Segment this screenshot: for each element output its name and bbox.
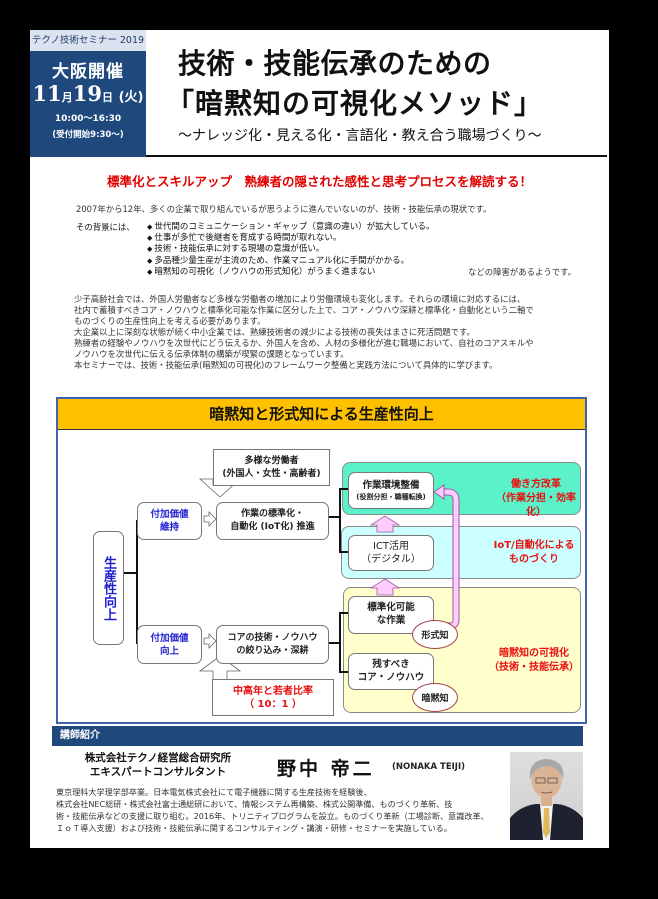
connector-line bbox=[339, 488, 349, 490]
catchphrase: 標準化とスキルアップ 熟練者の隠された感性と思考プロセスを解読する！ bbox=[106, 174, 532, 189]
title-line-2: 「暗黙知の可視化メソッド」 bbox=[166, 87, 544, 120]
connector-line bbox=[339, 671, 349, 673]
body-paragraph: 少子高齢社会では、外国人労働者など多様な労働者の増加により労働環境も変化します。… bbox=[74, 294, 534, 370]
panel-green-label: 働き方改革 （作業分担・効率化） bbox=[496, 479, 576, 518]
seminar-series-label: テクノ技術セミナー 2019 bbox=[30, 30, 146, 51]
productivity-root-box: 生産性向上 bbox=[93, 531, 124, 645]
bullets-suffix: などの障害があるようです。 bbox=[468, 267, 577, 277]
ict-usage-box: ICT活用 （デジタル） bbox=[348, 535, 434, 571]
panel-yellow-label: 暗黙知の可視化 （技術・技能伝承） bbox=[489, 648, 579, 673]
productivity-diagram: 暗黙知と形式知による生産性向上 働き方改革 （作業分担・効率化） IoT/自動化… bbox=[56, 397, 587, 724]
instructor-section-header: 講師紹介 bbox=[52, 726, 583, 746]
diagram-title: 暗黙知と形式知による生産性向上 bbox=[58, 399, 585, 430]
event-date: 11月19日 (火) bbox=[32, 81, 144, 106]
reception-time: (受付開始9:30〜) bbox=[52, 130, 124, 140]
seminar-flyer: テクノ技術セミナー 2019 大阪開催 11月19日 (火) 10:00〜16:… bbox=[30, 30, 609, 848]
tacit-knowledge-badge: 暗黙知 bbox=[412, 683, 458, 712]
instructor-affiliation: 株式会社テクノ経営総合研究所 エキスパートコンサルタント bbox=[84, 752, 232, 778]
bullet-item: 技術・技能伝承に対する現場の意識が低い。 bbox=[147, 244, 434, 255]
event-time: 10:00〜16:30 bbox=[54, 114, 122, 124]
connector-line bbox=[329, 516, 341, 518]
standardization-box: 作業の標準化・ 自動化 (IoT化) 推進 bbox=[216, 502, 329, 540]
issue-bullet-list: 世代間のコミュニケーション・ギャップ（意識の違い）が拡大している。 仕事が多忙で… bbox=[147, 222, 434, 278]
bullet-item: 仕事が多忙で後継者を育成する時間が取れない。 bbox=[147, 233, 434, 244]
venue-label: 大阪開催 bbox=[52, 62, 124, 82]
connector-line bbox=[136, 520, 138, 643]
title-line-1: 技術・技能伝承のための bbox=[178, 47, 492, 80]
age-ratio-box: 中高年と若者比率 （ 10：1 ） bbox=[212, 679, 334, 716]
core-tech-box: コアの技術・ノウハウ の絞り込み・深耕 bbox=[216, 625, 329, 664]
diverse-workers-box: 多様な労働者 (外国人・女性・高齢者) bbox=[213, 449, 330, 486]
connector-line bbox=[329, 642, 341, 644]
value-maintain-box: 付加価値 維持 bbox=[137, 502, 202, 540]
person-portrait-icon bbox=[510, 759, 583, 840]
value-increase-box: 付加価値 向上 bbox=[137, 625, 202, 664]
connector-line bbox=[339, 612, 341, 672]
background-label: その背景には、 bbox=[76, 222, 135, 232]
work-environment-box: 作業環境整備 (役割分担・職種転換) bbox=[348, 472, 434, 509]
subtitle: 〜ナレッジ化・見える化・言語化・教え合う職場づくり〜 bbox=[178, 128, 542, 144]
instructor-name-roman: (NONAKA TEIJI) bbox=[392, 762, 466, 772]
connector-line bbox=[339, 551, 349, 553]
connector-line bbox=[124, 572, 138, 574]
panel-cyan-label: IoT/自動化による ものづくり bbox=[493, 540, 575, 565]
bullet-item: 多品種少量生産が主流のため、作業マニュアル化に手間がかかる。 bbox=[147, 256, 434, 267]
bullet-item: 世代間のコミュニケーション・ギャップ（意識の違い）が拡大している。 bbox=[147, 222, 434, 233]
instructor-photo bbox=[510, 752, 583, 840]
title-divider bbox=[146, 155, 607, 157]
connector-line bbox=[339, 612, 349, 614]
instructor-bio: 東京理科大学理学部卒業。日本電気株式会社にて電子機器に関する生産技術を経験後、 … bbox=[56, 787, 489, 833]
explicit-knowledge-badge: 形式知 bbox=[412, 620, 458, 649]
instructor-name: 野中 帝二 bbox=[277, 758, 375, 780]
intro-line: 2007年から12年、多くの企業で取り組んでいるが思うように進んでいないのが、技… bbox=[76, 204, 492, 214]
core-knowhow-box: 残すべき コア・ノウハウ bbox=[348, 653, 434, 690]
event-info-block: 大阪開催 11月19日 (火) 10:00〜16:30 (受付開始9:30〜) bbox=[30, 51, 146, 157]
bullet-item: 暗黙知の可視化（ノウハウの形式知化）がうまく進まない bbox=[147, 267, 434, 278]
connector-line bbox=[339, 488, 341, 552]
